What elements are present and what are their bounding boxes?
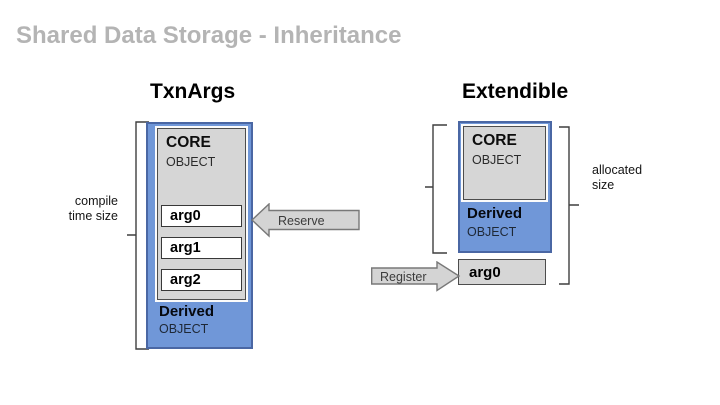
left-block-arrow-icon <box>251 203 360 238</box>
txnargs-derived-subtitle: OBJECT <box>159 322 209 336</box>
txnargs-core-title: CORE <box>166 134 211 151</box>
right-column-header: Extendible <box>462 80 569 103</box>
allocated-size-brace-icon <box>559 126 579 285</box>
compile-size-label: compile time size <box>40 194 118 224</box>
extendible-core-subtitle: OBJECT <box>472 153 522 167</box>
reserve-arrow-label: Reserve <box>278 213 325 228</box>
txnargs-core-subtitle: OBJECT <box>166 155 216 169</box>
extendible-core-title: CORE <box>472 132 517 149</box>
compile-size-label-line2: time size <box>68 209 118 223</box>
extendible-arg0-slot: arg0 <box>458 259 546 285</box>
left-column-header: TxnArgs <box>150 80 236 103</box>
txnargs-arg0-slot: arg0 <box>161 205 242 227</box>
allocated-size-label-line1: allocated <box>592 163 643 177</box>
txnargs-arg2-slot: arg2 <box>161 269 242 291</box>
extendible-core-object-box <box>463 126 546 200</box>
extendible-derived-subtitle: OBJECT <box>467 225 517 239</box>
compile-size-brace-icon <box>127 121 149 350</box>
reserve-arrow: Reserve <box>251 203 361 238</box>
txnargs-arg1-slot: arg1 <box>161 237 242 259</box>
register-arrow-label: Register <box>380 269 427 284</box>
slide-title: Shared Data Storage - Inheritance <box>16 22 402 49</box>
compile-size-label-line1: compile <box>74 194 118 208</box>
register-arrow: Register <box>371 261 461 292</box>
extendible-left-brace-icon <box>425 124 447 254</box>
txnargs-derived-title: Derived <box>159 303 215 320</box>
right-block-arrow-icon <box>371 261 461 292</box>
allocated-size-label-line2: size <box>592 178 615 192</box>
extendible-derived-title: Derived <box>467 205 523 222</box>
allocated-size-label: allocated size <box>592 163 642 193</box>
